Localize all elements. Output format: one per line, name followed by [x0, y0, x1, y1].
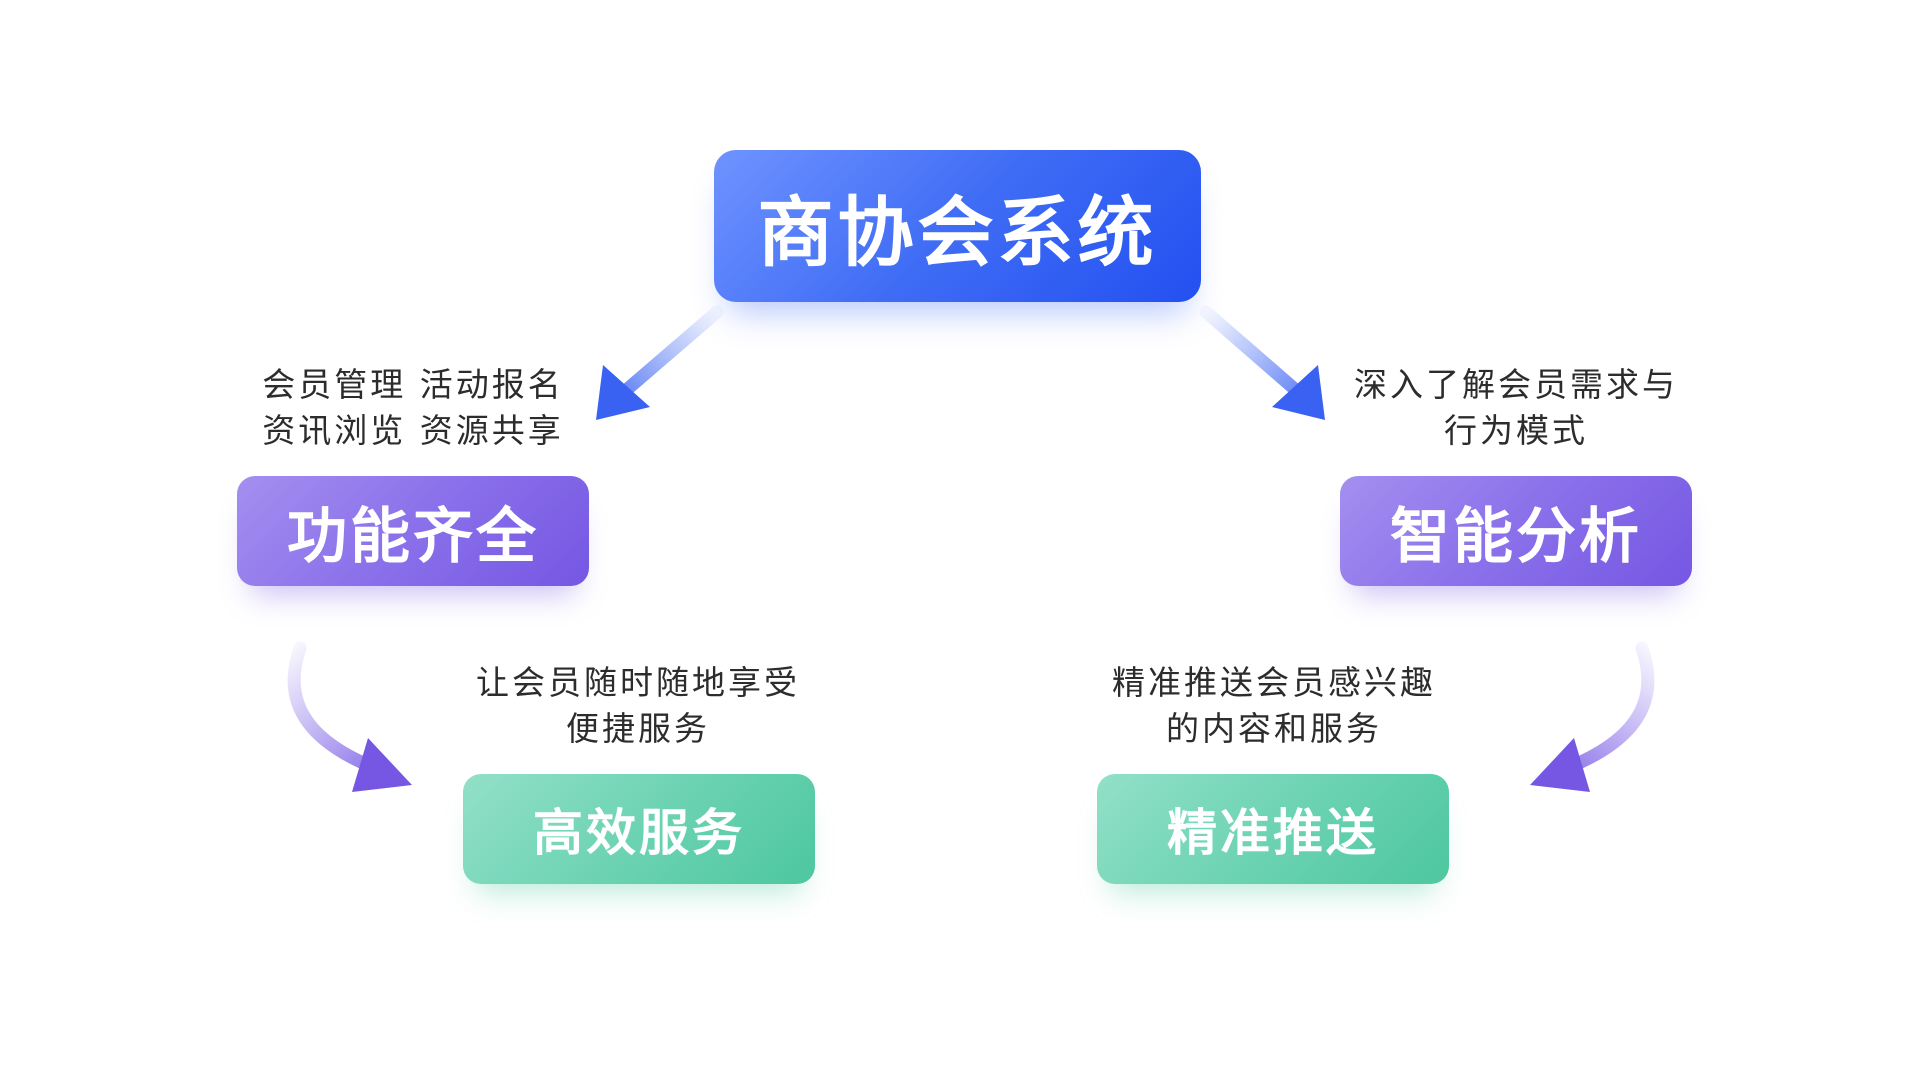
arrow-root-to-intelligence [1199, 305, 1325, 420]
service-desc-line-1: 让会员随时随地享受 [476, 663, 800, 702]
function-desc-line-2: 资讯浏览 资源共享 [262, 411, 564, 450]
root-node-label: 商协会系统 [757, 188, 1158, 277]
intelligence-node: 智能分析 [1340, 476, 1692, 586]
push-desc-line-2: 的内容和服务 [1166, 709, 1382, 748]
arrow-function-to-service [287, 641, 412, 792]
function-node-label: 功能齐全 [287, 501, 539, 572]
intelligence-desc-line-1: 深入了解会员需求与 [1354, 365, 1678, 404]
service-node-label: 高效服务 [533, 804, 745, 862]
root-node: 商协会系统 [714, 150, 1201, 302]
service-description: 让会员随时随地享受 便捷服务 [462, 660, 814, 752]
arrow-intelligence-to-push [1530, 641, 1655, 792]
intelligence-description: 深入了解会员需求与 行为模式 [1330, 362, 1702, 454]
push-node: 精准推送 [1097, 774, 1449, 884]
service-node: 高效服务 [463, 774, 815, 884]
function-node: 功能齐全 [237, 476, 589, 586]
function-description: 会员管理 活动报名 资讯浏览 资源共享 [232, 362, 594, 454]
function-desc-line-1: 会员管理 活动报名 [262, 365, 564, 404]
push-desc-line-1: 精准推送会员感兴趣 [1112, 663, 1436, 702]
push-node-label: 精准推送 [1167, 804, 1379, 862]
service-desc-line-2: 便捷服务 [566, 709, 710, 748]
arrow-root-to-function [596, 305, 724, 420]
intelligence-node-label: 智能分析 [1390, 501, 1642, 572]
push-description: 精准推送会员感兴趣 的内容和服务 [1094, 660, 1454, 752]
intelligence-desc-line-2: 行为模式 [1444, 411, 1588, 450]
